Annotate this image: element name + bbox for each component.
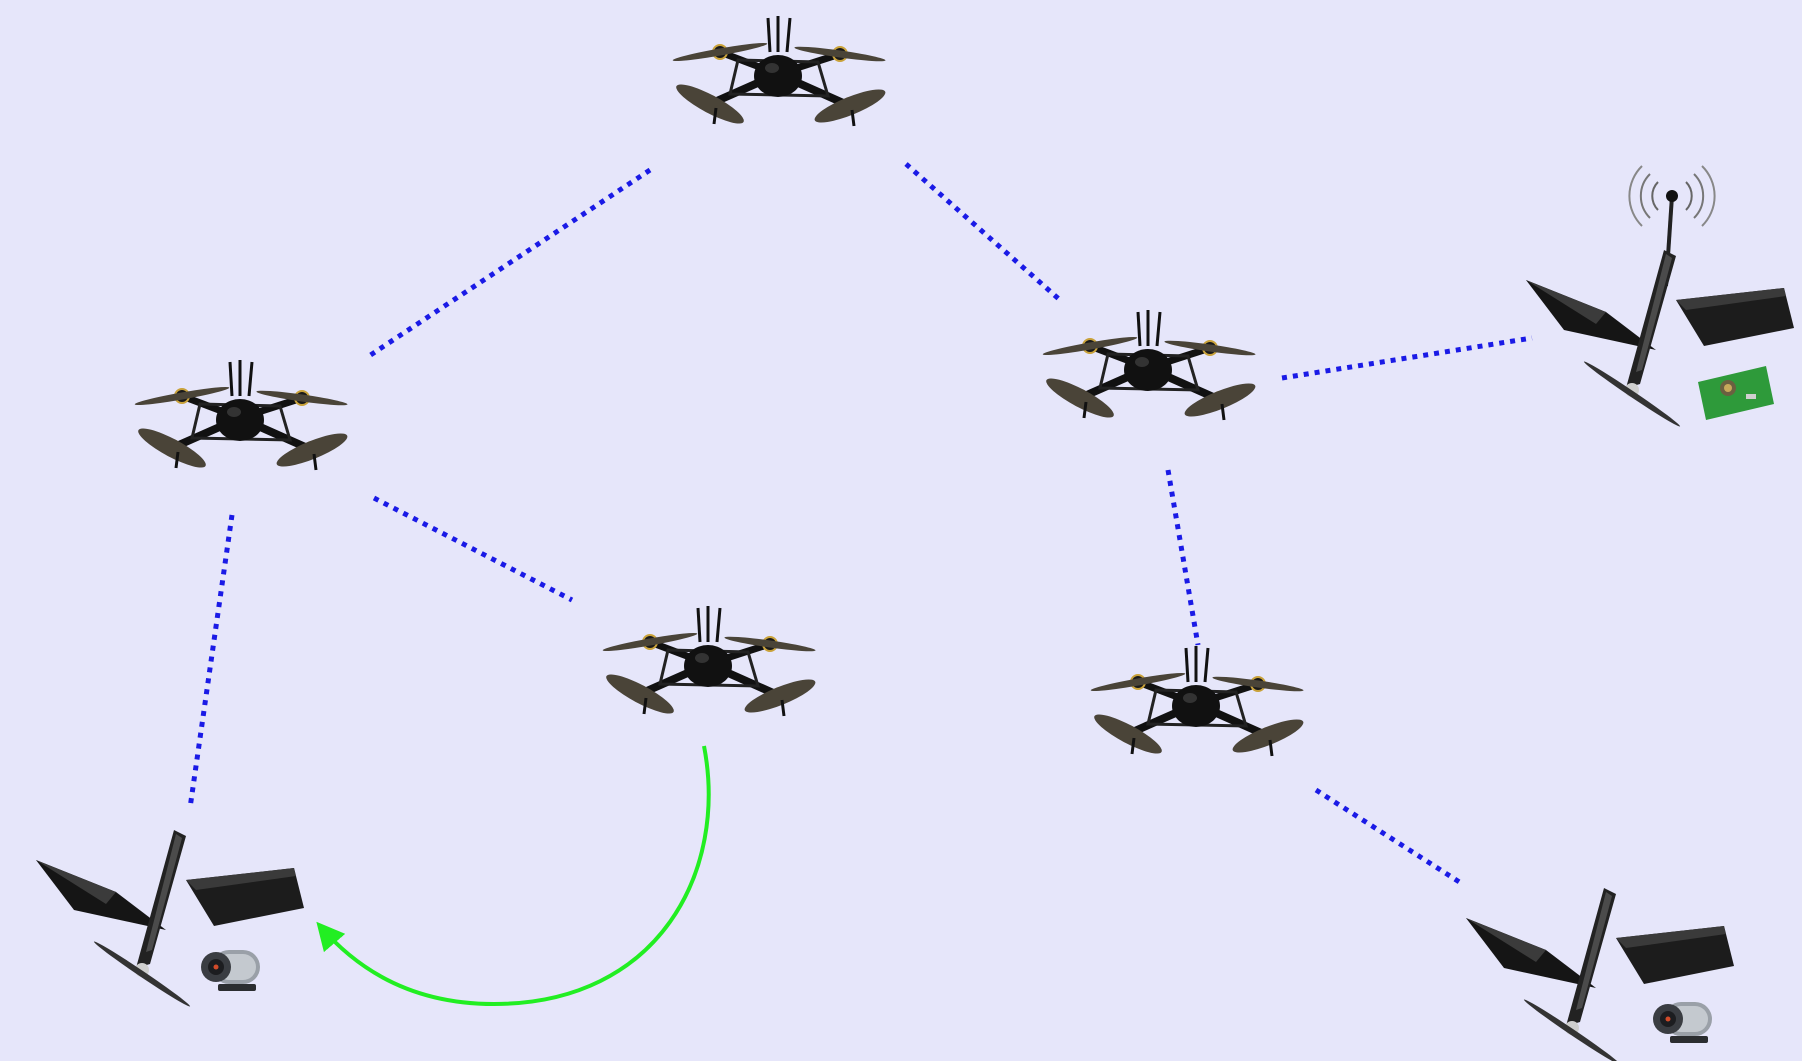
fixed-wing-drone-icon xyxy=(36,830,304,1009)
quadcopter-icon xyxy=(672,16,888,130)
link-lowerright-wing xyxy=(1314,787,1466,888)
handoff-arrow xyxy=(316,745,711,1007)
link-right-lowerright xyxy=(1165,469,1201,646)
link-top-right xyxy=(904,162,1062,302)
quadcopter-icon xyxy=(602,606,818,720)
link-left-wing xyxy=(187,514,235,809)
camera-icon xyxy=(1653,1002,1712,1043)
link-top-left xyxy=(364,167,652,361)
links-layer xyxy=(187,162,1533,888)
quadcopter-icon xyxy=(1090,646,1306,760)
sensor-board-icon xyxy=(1698,366,1774,420)
quadcopter-icon xyxy=(134,360,350,474)
camera-icon xyxy=(201,950,260,991)
link-right-wing xyxy=(1281,335,1533,381)
link-left-center xyxy=(372,495,574,603)
quadcopter-icon xyxy=(1042,310,1258,424)
